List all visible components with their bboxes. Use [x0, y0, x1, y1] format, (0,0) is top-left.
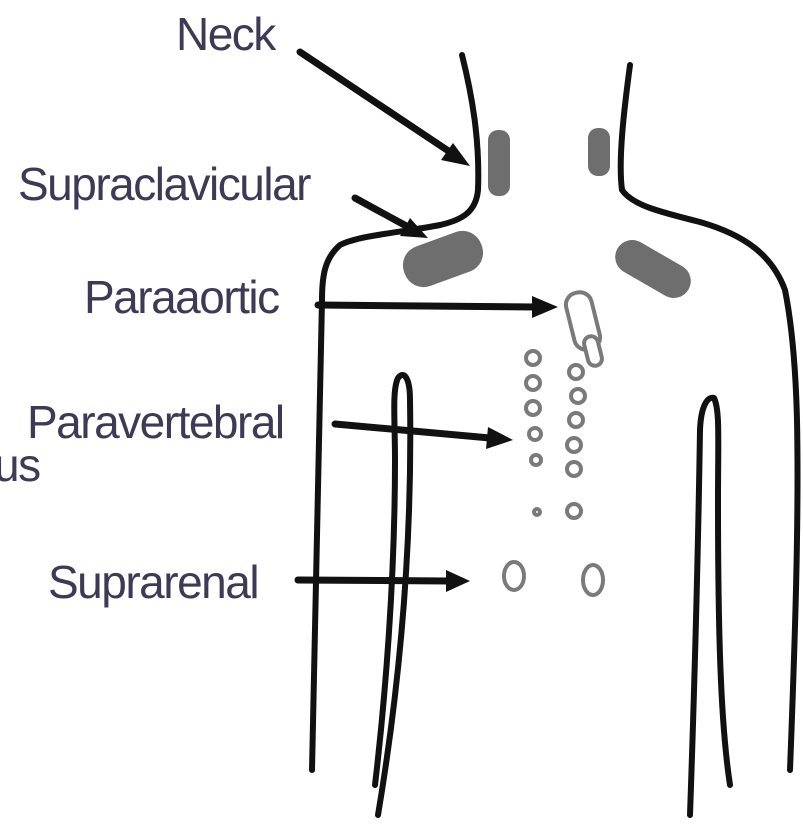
paraaortic-arrow-shaft — [318, 305, 535, 307]
left-torso-edge — [312, 300, 322, 770]
neck-left-edge — [440, 55, 478, 225]
left-arm-outline — [375, 375, 410, 815]
neck-node-left — [488, 130, 510, 196]
paravertebral-node-left-2 — [526, 376, 540, 390]
paravertebral-node-left-4 — [529, 428, 541, 440]
paravertebral-node-left-1 — [526, 351, 540, 365]
supraclavicular-node-right — [609, 234, 697, 304]
right-torso-edge — [790, 420, 798, 770]
paravertebral-node-left-3 — [526, 401, 540, 415]
paravertebral-node-right-5 — [567, 462, 581, 476]
paravertebral-node-right-3 — [569, 413, 583, 427]
suprarenal-arrow-head — [446, 570, 470, 592]
paravertebral-node-left-6 — [534, 509, 540, 515]
label-suprarenal: Suprarenal — [48, 556, 258, 608]
pointer-arrows — [298, 52, 558, 592]
label-paraaortic: Paraaortic — [84, 271, 279, 323]
paravertebral-arrow-head — [486, 427, 513, 449]
label-paravertebral: Paravertebral — [27, 396, 284, 448]
paravertebral-node-right-6 — [567, 504, 581, 518]
body-outline — [312, 55, 798, 815]
label-supraclavicular: Supraclavicular — [18, 158, 311, 210]
neck-node-right — [588, 128, 610, 176]
lymph-nodes — [397, 128, 697, 595]
paravertebral-node-right-2 — [571, 389, 585, 403]
paravertebral-node-right-1 — [569, 365, 583, 379]
label-cropped-us: us — [0, 439, 40, 491]
paravertebral-node-left-5 — [531, 455, 541, 465]
supraclavicular-arrow-shaft — [355, 198, 410, 228]
right-shoulder-line — [700, 222, 797, 420]
suprarenal-arrow-shaft — [298, 580, 448, 581]
suprarenal-node-left — [504, 562, 524, 590]
neck-right-edge — [621, 65, 700, 222]
suprarenal-node-right — [583, 565, 603, 595]
right-arm-outline — [690, 398, 730, 815]
paraaortic-arrow-head — [532, 296, 558, 318]
labels: Neck Supraclavicular Paraaortic Paravert… — [0, 8, 311, 608]
paravertebral-node-right-4 — [567, 438, 581, 452]
label-neck: Neck — [176, 8, 277, 60]
neck-arrow-shaft — [300, 52, 450, 152]
